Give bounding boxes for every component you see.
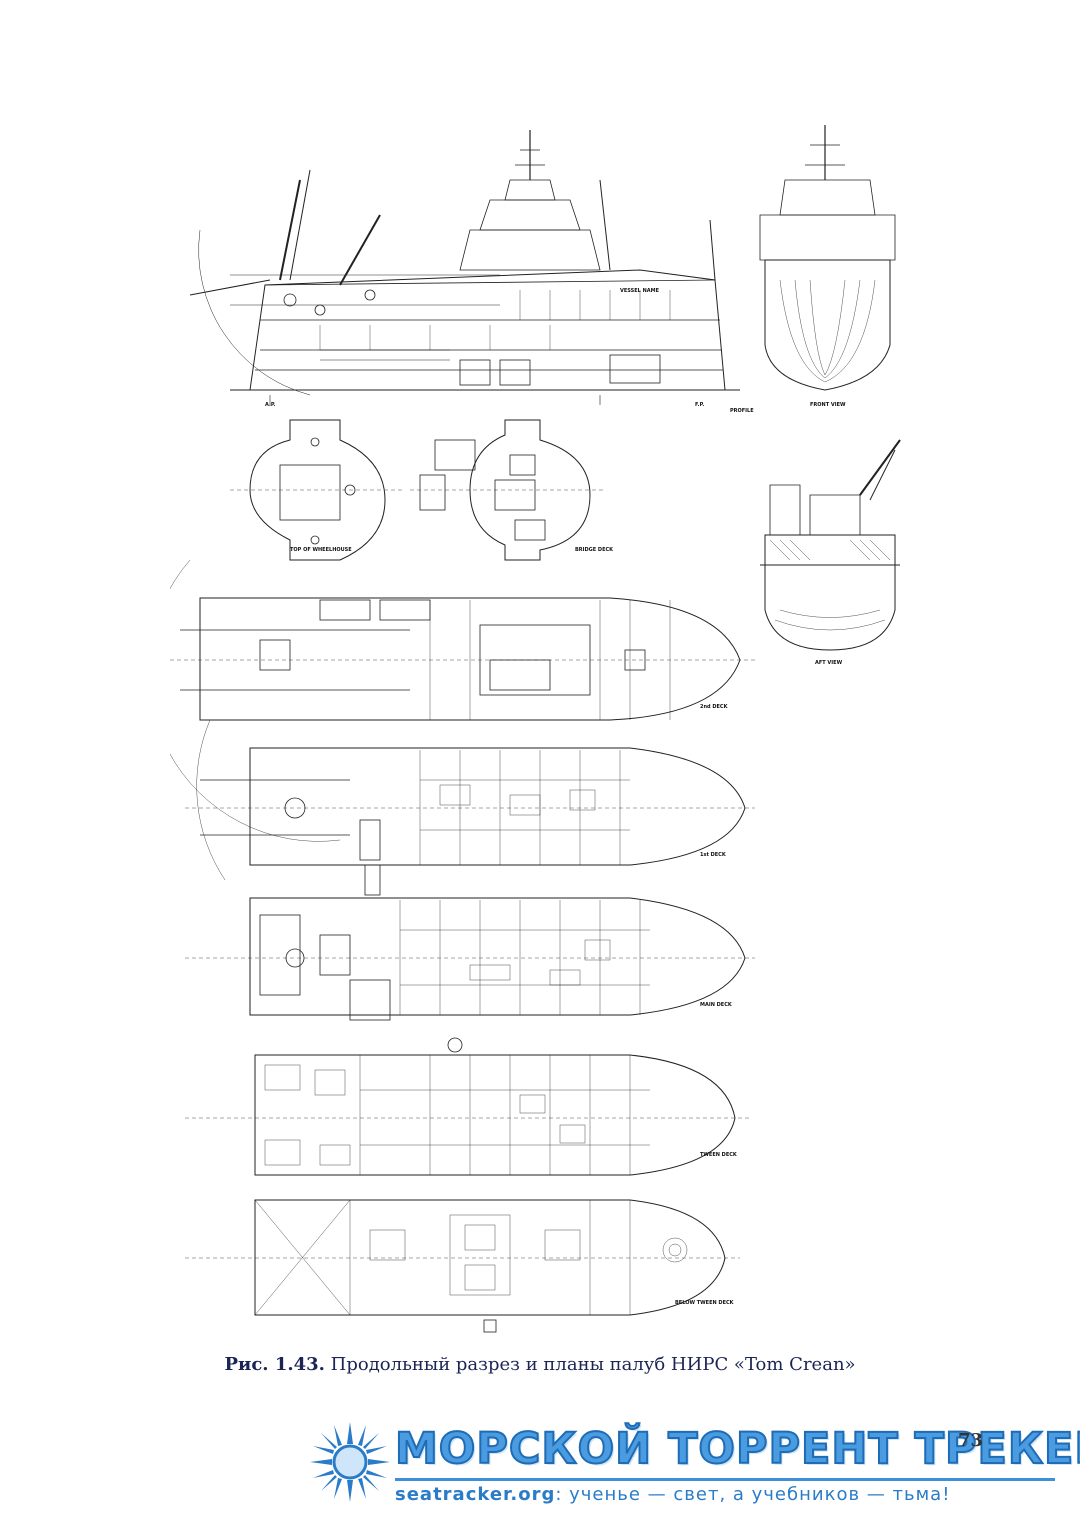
deck-2nd-drawing bbox=[170, 559, 755, 842]
banner-slogan: : ученье — свет, а учебников — тьма! bbox=[555, 1484, 951, 1505]
top-of-wheelhouse-drawing bbox=[230, 419, 405, 561]
label-fp: F.P. bbox=[695, 402, 705, 408]
ship-drawings-svg bbox=[170, 125, 901, 1333]
label-bridge-deck: BRIDGE DECK bbox=[575, 547, 614, 553]
banner-title: МОРСКОЙ ТОРРЕНТ ТРЕКЕР bbox=[394, 1423, 1080, 1475]
front-view-drawing bbox=[759, 125, 896, 391]
label-1st-deck: 1st DECK bbox=[700, 852, 726, 858]
banner-site-link[interactable]: seatracker.org bbox=[395, 1484, 556, 1505]
profile-drawing bbox=[189, 130, 740, 405]
main-deck-drawing bbox=[185, 897, 755, 1053]
banner-divider bbox=[395, 1478, 1055, 1481]
deck-1st-drawing bbox=[185, 719, 755, 896]
label-ap: A.P. bbox=[265, 402, 276, 408]
label-tween-deck: TWEEN DECK bbox=[700, 1152, 737, 1158]
label-aft-view: AFT VIEW bbox=[815, 660, 843, 666]
label-2nd-deck: 2nd DECK bbox=[700, 704, 728, 710]
label-vessel-name: VESSEL NAME bbox=[620, 288, 660, 294]
label-front-view: FRONT VIEW bbox=[810, 402, 846, 408]
label-main-deck: MAIN DECK bbox=[700, 1002, 732, 1008]
below-tween-deck-drawing bbox=[185, 1199, 740, 1333]
watermark-banner: МОРСКОЙ ТОРРЕНТ ТРЕКЕР seatracker.org: у… bbox=[300, 1420, 1080, 1520]
label-top-of-wheelhouse: TOP OF WHEELHOUSE bbox=[290, 547, 352, 553]
sun-logo-icon bbox=[310, 1422, 390, 1502]
caption-number: Рис. 1.43. bbox=[224, 1354, 325, 1375]
page-number: 73 bbox=[958, 1430, 984, 1451]
aft-view-drawing bbox=[760, 439, 901, 651]
banner-subtitle: seatracker.org: ученье — свет, а учебник… bbox=[395, 1484, 950, 1505]
label-below-tween-deck: BELOW TWEEN DECK bbox=[675, 1300, 734, 1306]
label-profile: PROFILE bbox=[730, 408, 754, 414]
figure-caption: Рис. 1.43. Продольный разрез и планы пал… bbox=[0, 1354, 1080, 1375]
tween-deck-drawing bbox=[185, 1054, 750, 1176]
bridge-deck-drawing bbox=[410, 419, 605, 561]
ship-drawings-figure: PROFILE A.P. F.P. VESSEL NAME FRONT VIEW… bbox=[170, 120, 930, 1340]
caption-text: Продольный разрез и планы палуб НИРС «To… bbox=[324, 1354, 856, 1375]
